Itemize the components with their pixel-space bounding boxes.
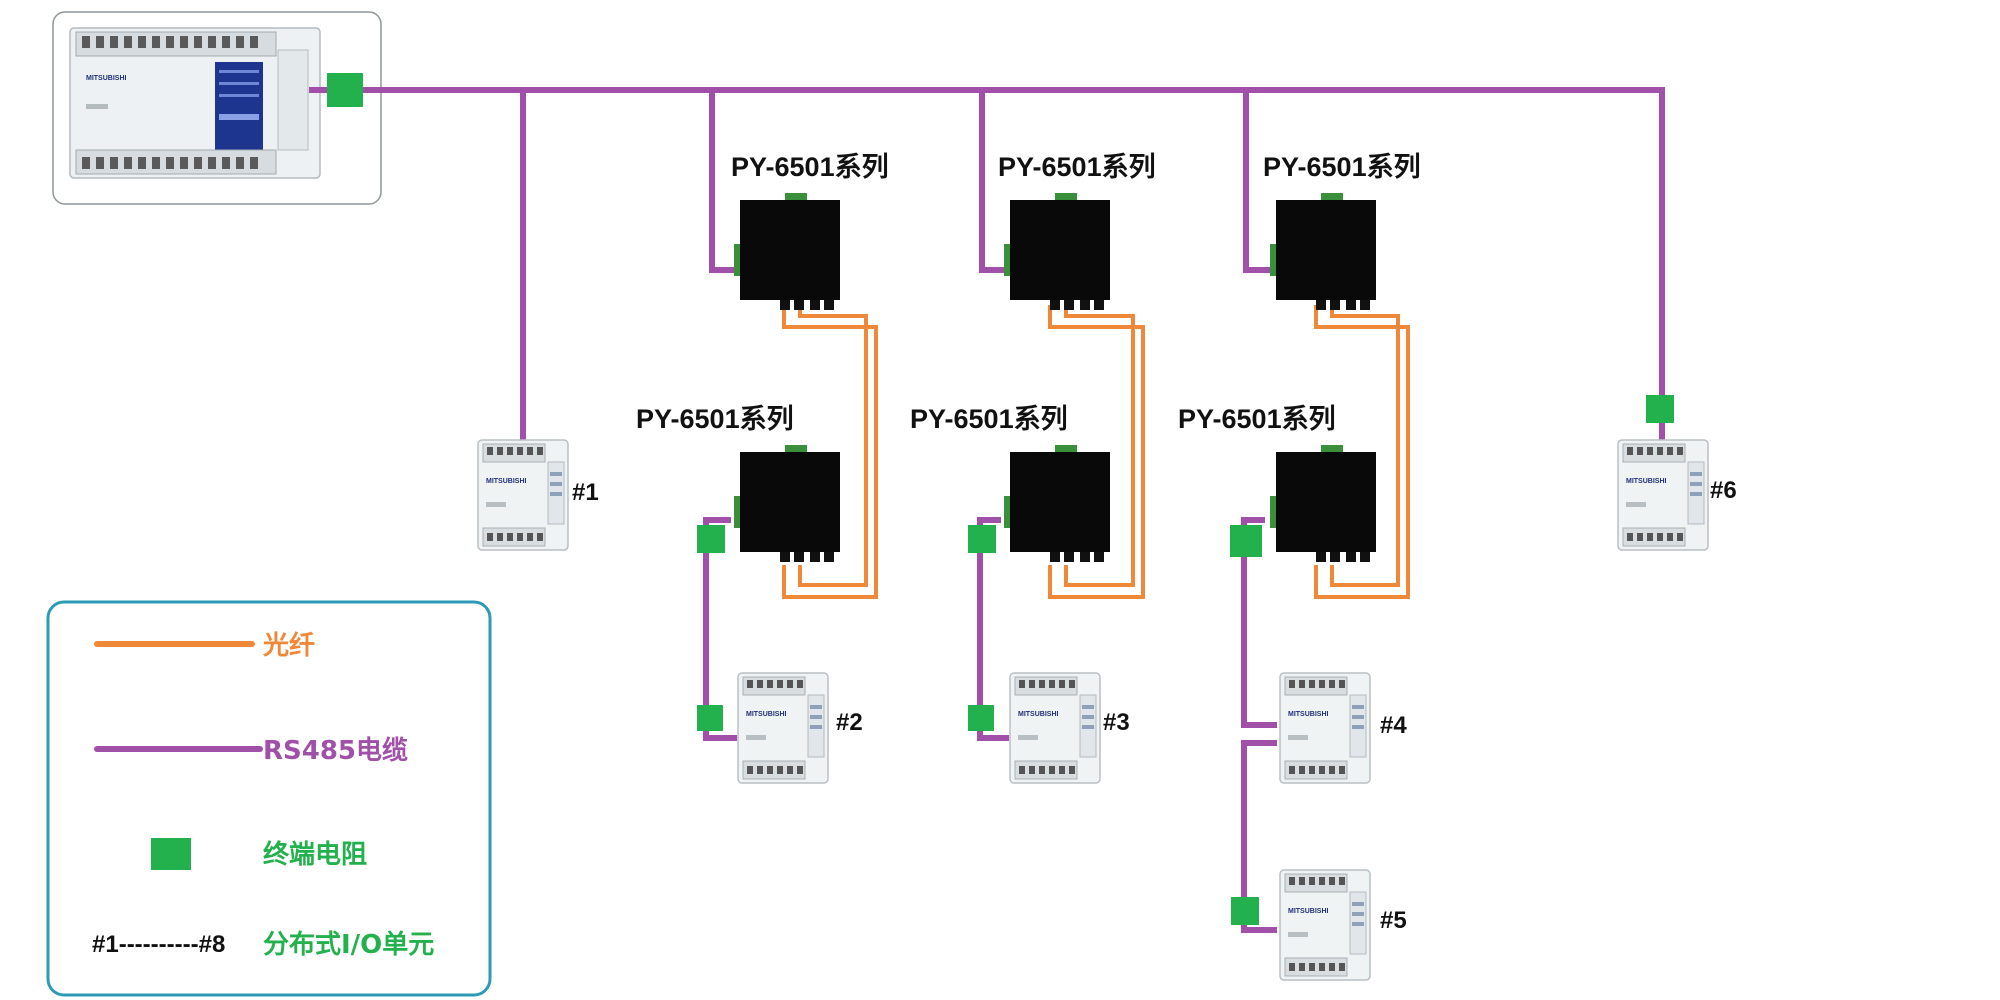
terminator-conv-5 — [968, 525, 996, 553]
io-unit-2 — [737, 672, 829, 784]
converter-6 — [1270, 445, 1376, 562]
converter-label-6: PY-6501系列 — [1178, 404, 1336, 434]
unit-number-6: #6 — [1710, 477, 1737, 504]
fiber-loop-1-outer — [782, 305, 878, 599]
converter-2 — [1004, 193, 1110, 310]
fiber-loop-3-outer — [1314, 305, 1410, 599]
rs485-drop-conv-2 — [979, 87, 1008, 273]
main-plc: MITSUBISHI — [52, 11, 382, 205]
rs485-conv-4-to-unit-2 — [703, 517, 737, 741]
fiber-loop-3-inner — [1330, 305, 1400, 587]
converter-label-3: PY-6501系列 — [1263, 152, 1421, 182]
unit-number-4: #4 — [1380, 712, 1407, 739]
unit-number-3: #3 — [1103, 709, 1130, 736]
plc-brand: MITSUBISHI — [86, 75, 127, 82]
converter-label-2: PY-6501系列 — [998, 152, 1156, 182]
terminator-unit-6 — [1646, 395, 1674, 423]
legend-terminator-label: 终端电阻 — [263, 839, 367, 870]
io-unit-6 — [1617, 439, 1709, 551]
fiber-loop-2-outer — [1048, 305, 1145, 599]
terminator-main — [327, 73, 363, 107]
terminator-unit-2 — [697, 705, 723, 731]
rs485-cables — [309, 87, 1665, 933]
converter-5 — [1004, 445, 1110, 562]
fiber-loop-1-inner — [798, 305, 868, 587]
terminator-conv-4 — [697, 525, 725, 553]
converter-label-4: PY-6501系列 — [636, 404, 794, 434]
converter-3 — [1270, 193, 1376, 310]
fiber-loop-2-inner — [1064, 305, 1135, 587]
legend-terminator-swatch — [151, 838, 191, 870]
rs485-conv-6-to-units-4-5 — [1241, 517, 1277, 933]
rs485-drop-conv-3 — [1243, 87, 1273, 273]
io-unit-1 — [477, 439, 569, 551]
rs485-conv-5-to-unit-3 — [977, 517, 1009, 741]
legend-io-label: 分布式I/O单元 — [263, 930, 434, 960]
io-unit-5 — [1279, 869, 1371, 981]
io-unit-4 — [1279, 672, 1371, 784]
legend: 光纤 RS485电缆 终端电阻 #1----------#8 分布式I/O单元 — [46, 600, 492, 997]
unit-number-5: #5 — [1380, 907, 1407, 934]
terminator-conv-6 — [1230, 525, 1262, 557]
terminator-unit-5 — [1231, 897, 1259, 925]
fiber-cables — [782, 305, 1410, 599]
legend-rs485-label: RS485电缆 — [263, 735, 408, 766]
unit-number-2: #2 — [836, 709, 863, 736]
terminators — [327, 73, 1674, 925]
terminator-unit-3 — [968, 705, 994, 731]
legend-io-range: #1----------#8 — [92, 931, 225, 958]
converter-label-1: PY-6501系列 — [731, 152, 889, 182]
io-unit-3 — [1009, 672, 1101, 784]
legend-fiber-label: 光纤 — [262, 631, 315, 661]
converter-1 — [734, 193, 840, 310]
unit-number-1: #1 — [572, 479, 599, 506]
converter-label-5: PY-6501系列 — [910, 404, 1068, 434]
rs485-drop-conv-1 — [709, 87, 738, 273]
converter-4 — [734, 445, 840, 562]
